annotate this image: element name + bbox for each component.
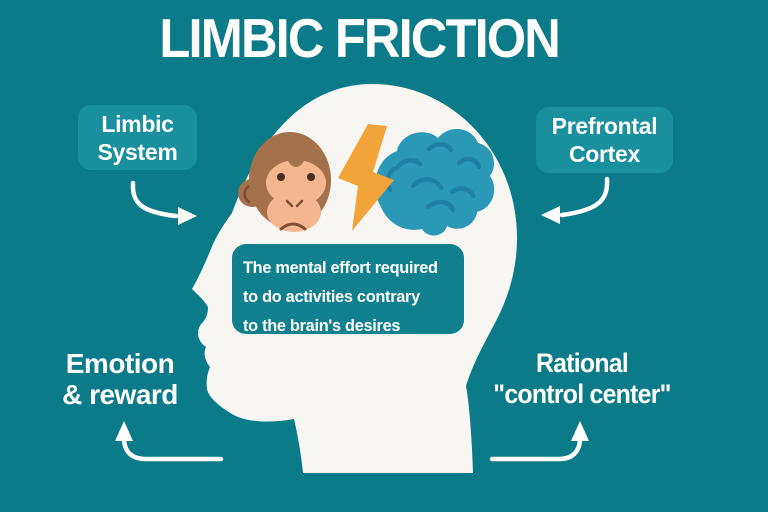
arrow-head-to-rational <box>489 421 589 462</box>
arrow-limbic-to-head <box>130 180 197 225</box>
brain-icon <box>375 129 495 236</box>
emotion-reward-caption-line1: Emotion <box>65 348 175 379</box>
rational-control-caption-line2: "control center" <box>493 379 671 409</box>
page-title-text: LIMBIC FRICTION <box>159 7 560 69</box>
definition-note: The mental effort required to do activit… <box>232 244 464 335</box>
monkey-face-icon <box>238 132 331 232</box>
limbic-system-label: Limbic System <box>78 105 197 170</box>
limbic-system-label-line2: System <box>97 138 178 165</box>
page-title: LIMBIC FRICTION <box>0 6 768 70</box>
prefrontal-cortex-label-line1: Prefrontal <box>551 113 658 139</box>
lightning-bolt-icon <box>338 124 394 231</box>
prefrontal-cortex-label-line2: Cortex <box>568 141 641 167</box>
arrow-prefrontal-to-head <box>541 176 610 224</box>
emotion-reward-caption: Emotion & reward <box>40 348 200 410</box>
prefrontal-cortex-label: Prefrontal Cortex <box>536 107 673 173</box>
limbic-system-label-line1: Limbic <box>101 110 174 137</box>
rational-control-caption-line1: Rational <box>535 348 629 378</box>
rational-control-caption: Rational "control center" <box>484 348 680 410</box>
definition-note-line3: to the brain's desires <box>243 316 401 335</box>
arrow-head-to-emotion <box>115 421 224 462</box>
emotion-reward-caption-line2: & reward <box>62 379 178 410</box>
definition-note-line1: The mental effort required <box>243 258 438 277</box>
definition-note-line2: to do activities contrary <box>243 287 420 306</box>
